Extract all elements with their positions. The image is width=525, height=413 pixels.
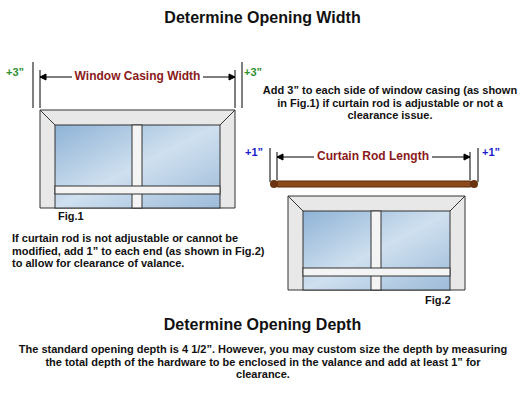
figure-label: Fig.1 [58,210,84,223]
page-title: Determine Opening Width [0,9,525,27]
curtain-rod [270,180,478,188]
note-text: Add 3” to each side of window casing (as… [258,84,522,122]
dimension-label: Curtain Rod Length [314,150,432,164]
dimension-label: +3” [244,66,262,79]
figure-label: Fig.2 [425,294,451,307]
dimension-label: +1” [482,146,500,159]
window-fig1 [40,110,235,208]
window-fig2 [288,196,465,290]
note-text: The standard opening depth is 4 1/2”. Ho… [18,343,508,381]
dimension-label: Window Casing Width [72,70,204,84]
note-text: If curtain rod is not adjustable or cann… [12,232,270,270]
dimension-label: +3” [6,66,24,79]
dimension-label: +1” [245,146,263,159]
section-heading: Determine Opening Depth [0,316,525,334]
